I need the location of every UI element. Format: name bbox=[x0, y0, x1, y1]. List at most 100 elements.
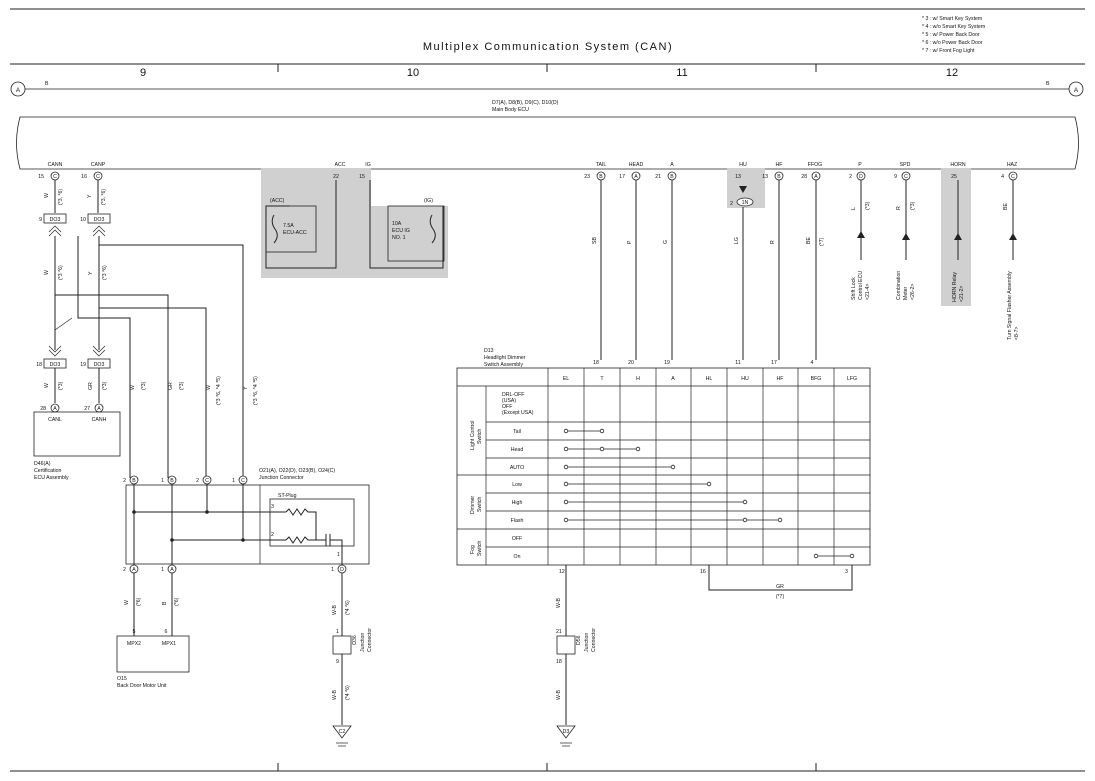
terminal-label: HORN bbox=[950, 162, 966, 168]
terminal-label: HU bbox=[739, 162, 747, 168]
group-label: Fog bbox=[470, 545, 476, 554]
wire-note: (*3) bbox=[179, 381, 185, 390]
wire-color-label: W bbox=[124, 600, 130, 605]
wire-color-label: SB bbox=[592, 237, 598, 244]
do3-connector bbox=[43, 213, 67, 224]
column-header: BFG bbox=[811, 376, 822, 382]
wire-note: (*6) bbox=[174, 597, 180, 606]
ground-icon bbox=[332, 725, 352, 739]
pin-number: 2 bbox=[271, 532, 274, 538]
column-header: H bbox=[636, 376, 640, 382]
pin-number: 18 bbox=[556, 659, 562, 665]
column-header: HF bbox=[777, 376, 784, 382]
pin-number: 9 bbox=[894, 174, 897, 180]
pin-number: 21 bbox=[556, 629, 562, 635]
wire-note: (*3 *6) bbox=[102, 265, 108, 280]
fuse-label: (ACC) bbox=[270, 198, 285, 204]
row-label: DRL-OFF bbox=[502, 392, 524, 398]
connector-letter: C bbox=[904, 174, 908, 180]
column-header: HL bbox=[706, 376, 713, 382]
wire-color-label: L bbox=[851, 207, 857, 210]
wire-note: (*7) bbox=[819, 237, 825, 246]
terminal-label: TAIL bbox=[596, 162, 607, 168]
combination-meter-label: Combination Meter <26-2> bbox=[896, 271, 916, 300]
pin-number: 10 bbox=[80, 217, 86, 223]
component-name: <8-7> bbox=[1014, 326, 1020, 340]
connector-letter: D bbox=[340, 567, 344, 573]
connector-letter: B bbox=[777, 174, 781, 180]
column-header: LFG bbox=[847, 376, 857, 382]
connector-id: DO3 bbox=[94, 362, 105, 368]
component-name: <21-2> bbox=[959, 286, 965, 302]
wire-color-label: W-B bbox=[332, 604, 338, 615]
connector-letter: C bbox=[205, 478, 209, 484]
acc-terminal-shade bbox=[323, 168, 371, 208]
row-label: High bbox=[512, 500, 523, 506]
wire-note: (*3, *6) bbox=[58, 189, 64, 205]
wire-color-label: W bbox=[44, 193, 50, 198]
wire-color-label: W-B bbox=[556, 597, 562, 608]
wire-color-label: GR bbox=[88, 382, 94, 390]
cert-ecu-box bbox=[33, 411, 121, 457]
pin-number: 15 bbox=[38, 174, 44, 180]
component-id: O36 bbox=[352, 635, 358, 645]
wire-color-label: P bbox=[627, 240, 633, 244]
component-name: Headlight Dimmer bbox=[484, 355, 526, 361]
terminal-label: FFOG bbox=[808, 162, 822, 168]
fuse-name: ECU-ACC bbox=[283, 230, 307, 236]
pin-number: 19 bbox=[664, 360, 670, 366]
terminal-label: A bbox=[670, 162, 674, 168]
pin-number: 19 bbox=[80, 362, 86, 368]
connector-letter: A bbox=[634, 174, 638, 180]
wire-note: (*7) bbox=[776, 594, 785, 600]
wire-note: (*3 *6, *4 *5) bbox=[216, 376, 222, 405]
component-name: Junction Connector bbox=[259, 475, 304, 481]
pin-number: 3 bbox=[845, 569, 848, 575]
wire-color-label: R bbox=[896, 206, 902, 210]
component-name: <26-2> bbox=[910, 284, 916, 300]
terminal-label: HAZ bbox=[1007, 162, 1017, 168]
wire-color-label: Y bbox=[88, 271, 94, 275]
component-name: Switch Assembly bbox=[484, 362, 523, 368]
pin-number: 13 bbox=[735, 174, 741, 180]
pin-number: 16 bbox=[700, 569, 706, 575]
component-id: O15 bbox=[117, 676, 127, 682]
terminal-label: ACC bbox=[335, 162, 346, 168]
fuse-name: 10A bbox=[392, 221, 402, 227]
wire-color-label: Y bbox=[243, 386, 249, 390]
component-id: D56 bbox=[576, 635, 582, 645]
edge-ref-label: A bbox=[1074, 87, 1079, 94]
wire-note: (*3) bbox=[102, 381, 108, 390]
connector-letter: A bbox=[53, 406, 57, 412]
wire-note: (*3 *6) bbox=[58, 265, 64, 280]
wire-note: (*3) bbox=[910, 201, 916, 210]
pin-number: 1 bbox=[337, 552, 340, 558]
continuity-markers bbox=[563, 428, 855, 559]
component-name: ECU Assembly bbox=[34, 475, 69, 481]
connector-letter: D bbox=[859, 174, 863, 180]
column-header: HU bbox=[741, 376, 749, 382]
wire-color-label: Y bbox=[87, 194, 93, 198]
ground-icon bbox=[556, 725, 576, 739]
pin-number: 2 bbox=[123, 567, 126, 573]
terminal-label: CANL bbox=[48, 417, 62, 423]
connector-letter: A bbox=[814, 174, 818, 180]
connector-id: DO3 bbox=[94, 217, 105, 223]
connector-id: DO3 bbox=[50, 362, 61, 368]
ground-id: D3 bbox=[563, 729, 570, 735]
pin-number: 4 bbox=[811, 360, 814, 366]
wire-color-label: W bbox=[206, 385, 212, 390]
grid-number: 11 bbox=[676, 67, 687, 79]
wire-note: (*3) bbox=[865, 201, 871, 210]
terminal-label: MPX1 bbox=[162, 641, 176, 647]
terminal-label: HF bbox=[776, 162, 783, 168]
component-name: Turn Signal Flasher Assembly bbox=[1007, 271, 1013, 340]
pin-number: 25 bbox=[951, 174, 957, 180]
connector-id: DO3 bbox=[50, 217, 61, 223]
column-header: A bbox=[671, 376, 675, 382]
turn-signal-flasher-label: Turn Signal Flasher Assembly <8-7> bbox=[1007, 271, 1020, 340]
pin-number: 2 bbox=[123, 478, 126, 484]
row-label: Low bbox=[512, 482, 522, 488]
component-name: Combination bbox=[896, 271, 902, 300]
